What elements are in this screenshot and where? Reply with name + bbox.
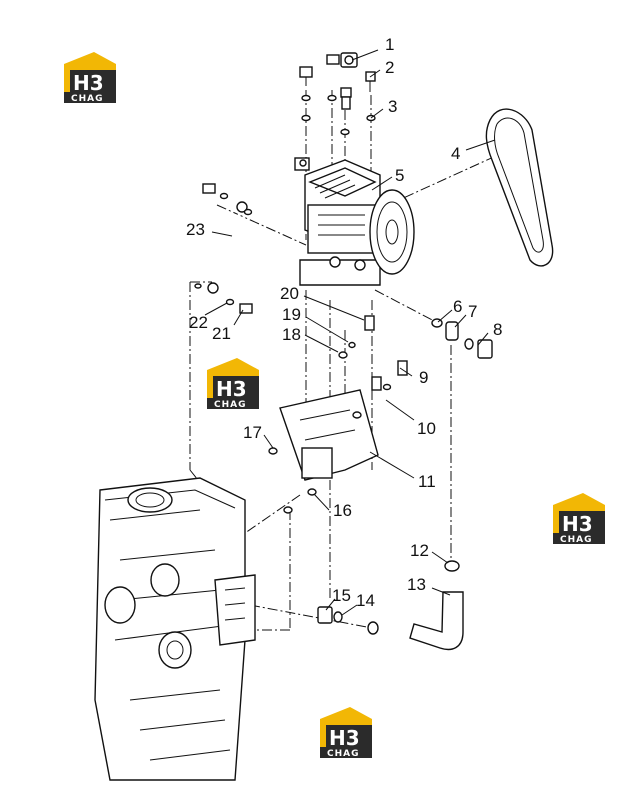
callout-1: 1 — [385, 35, 394, 54]
callout-23: 23 — [186, 220, 205, 239]
callout-19: 19 — [282, 305, 301, 324]
callout-14: 14 — [356, 591, 375, 610]
drive-belt — [485, 108, 554, 267]
watermark-main-text: H3 — [73, 71, 104, 95]
callout-2: 2 — [385, 58, 394, 77]
callout-16: 16 — [333, 501, 352, 520]
callout-22: 22 — [189, 313, 208, 332]
callout-18: 18 — [282, 325, 301, 344]
watermark-sub-text: CHAG — [214, 400, 247, 410]
air-pipe-fittings — [409, 318, 493, 651]
callout-20: 20 — [280, 284, 299, 303]
callout-labels: 1 2 3 4 5 6 7 8 9 10 11 12 13 14 15 16 1… — [186, 35, 502, 610]
callout-15: 15 — [332, 586, 351, 605]
engine-block — [94, 477, 256, 781]
callout-13: 13 — [407, 575, 426, 594]
callout-12: 12 — [410, 541, 429, 560]
watermark-main-text: H3 — [329, 726, 360, 750]
callout-leaders — [204, 49, 496, 616]
callout-17: 17 — [243, 423, 262, 442]
compressor-bracket — [268, 315, 408, 514]
watermark-logo-bottom: H3 CHAG — [320, 707, 372, 759]
air-compressor — [294, 157, 415, 286]
callout-3: 3 — [388, 97, 397, 116]
watermark-main-text: H3 — [216, 377, 247, 401]
callout-9: 9 — [419, 368, 428, 387]
callout-11: 11 — [418, 472, 436, 491]
callout-8: 8 — [493, 320, 502, 339]
callout-5: 5 — [395, 166, 404, 185]
watermark-sub-text: CHAG — [71, 94, 104, 104]
watermark-sub-text: CHAG — [560, 535, 593, 545]
callout-6: 6 — [453, 297, 462, 316]
watermark-sub-text: CHAG — [327, 749, 360, 759]
support-rod — [194, 183, 253, 314]
watermark-logo-top-left: H3 CHAG — [64, 52, 116, 104]
top-fasteners — [299, 52, 376, 136]
union-fittings — [317, 606, 379, 635]
callout-4: 4 — [451, 144, 460, 163]
callout-10: 10 — [417, 419, 436, 438]
watermark-logo-mid-left: H3 CHAG — [207, 358, 259, 410]
callout-7: 7 — [468, 302, 477, 321]
callout-21: 21 — [212, 324, 231, 343]
watermark-logo-right: H3 CHAG — [553, 493, 605, 545]
watermark-main-text: H3 — [562, 512, 593, 536]
